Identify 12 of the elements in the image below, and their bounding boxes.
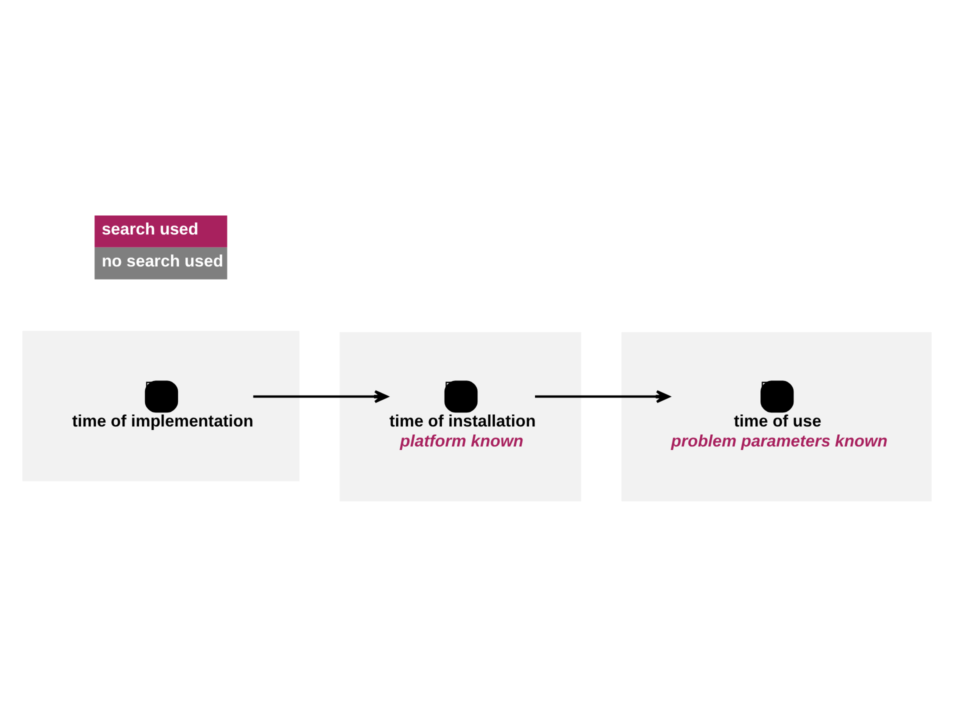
legend-label: search used xyxy=(102,220,198,239)
node-label: time of installation xyxy=(389,411,536,430)
cluster xyxy=(621,332,932,502)
arrow xyxy=(535,390,670,404)
arrow xyxy=(253,390,388,404)
cluster xyxy=(22,330,300,482)
node-label: platform known xyxy=(400,432,524,451)
legend-label: no search used xyxy=(102,252,224,271)
node-label: time of use xyxy=(734,411,822,430)
node-label: time of implementation xyxy=(72,411,254,430)
cluster xyxy=(340,332,582,502)
node-label: problem parameters known xyxy=(671,432,888,451)
